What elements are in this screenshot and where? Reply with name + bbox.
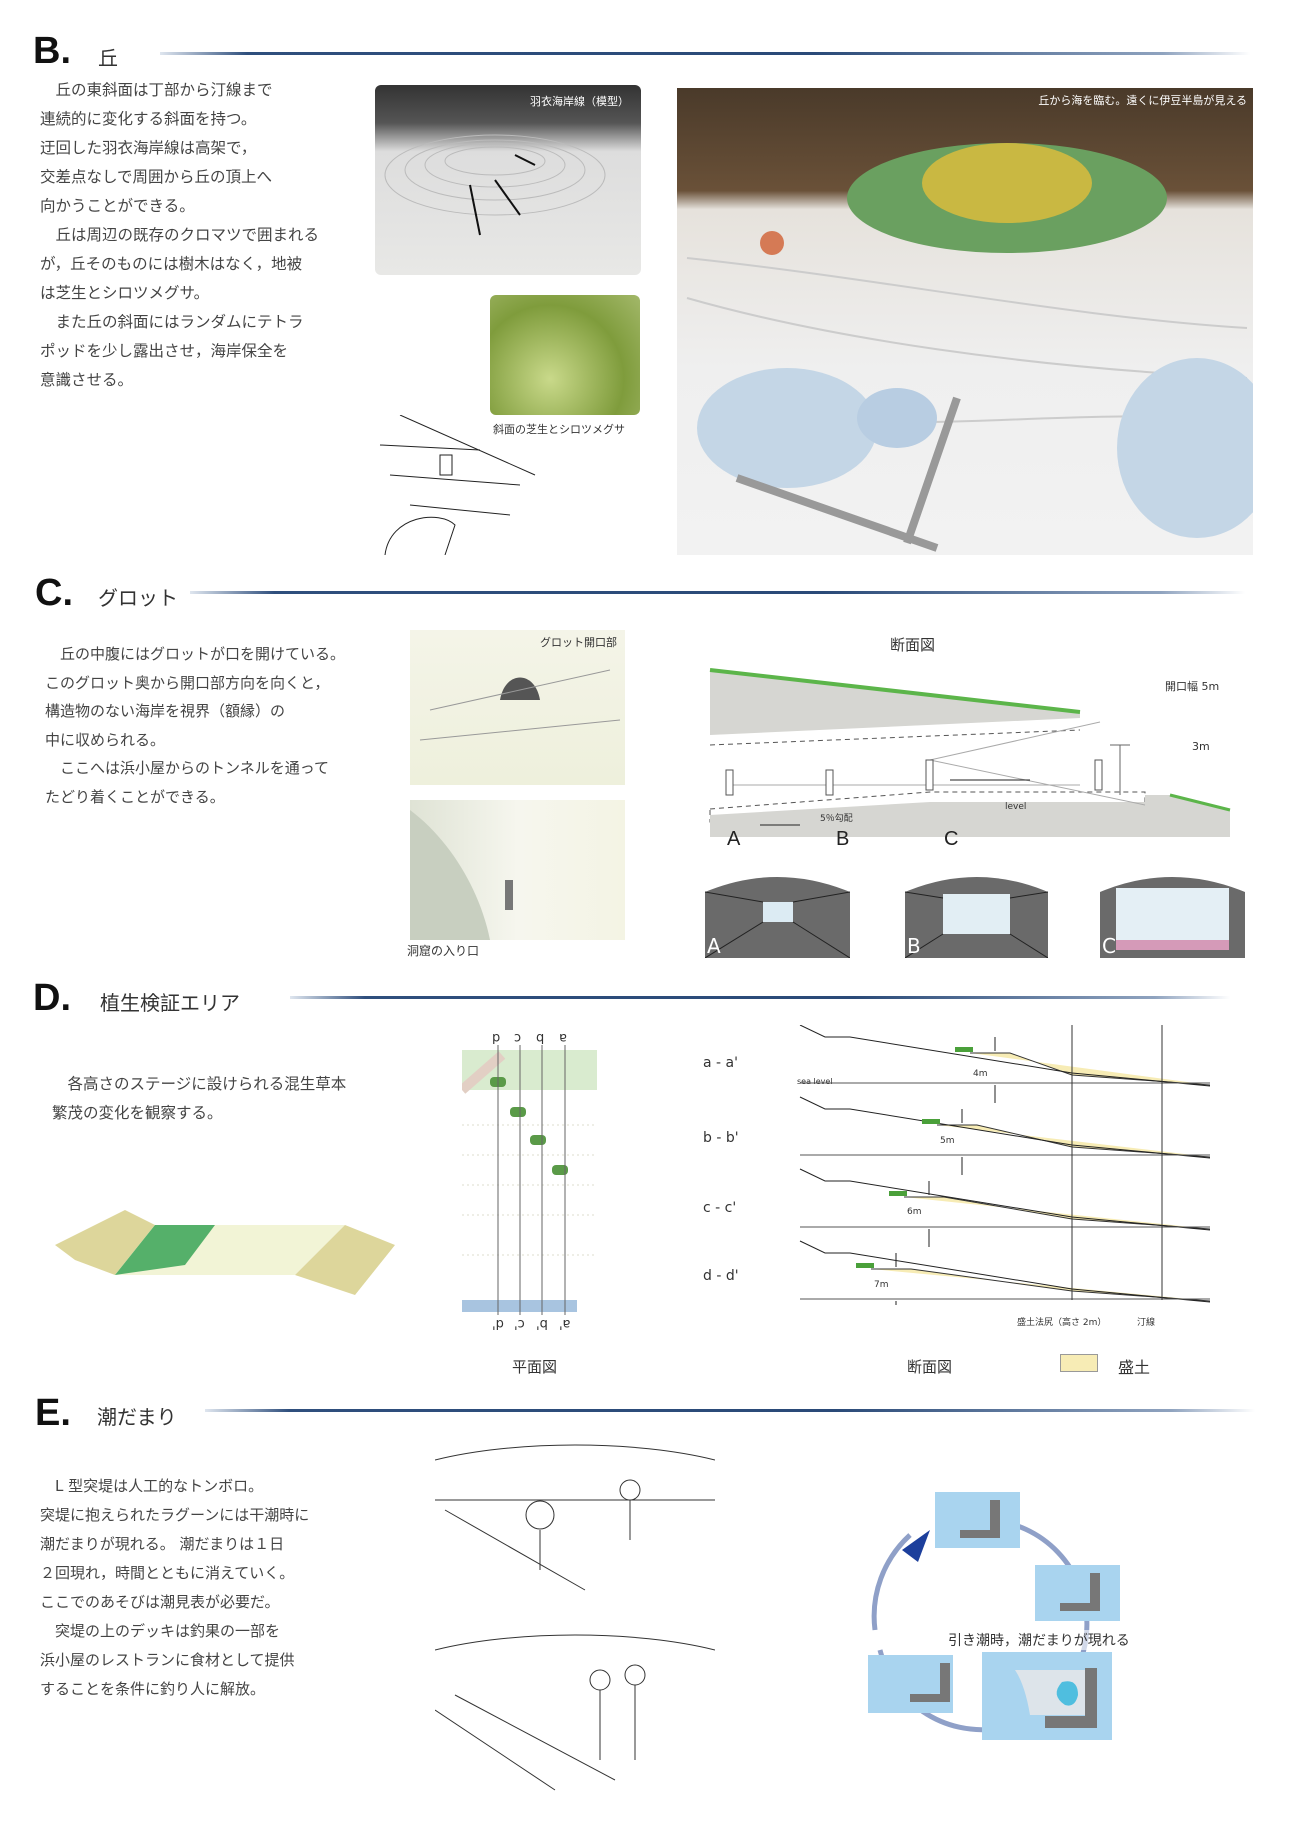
vegetation-mark [955,1047,973,1052]
slope-label: 5％勾配 [820,814,853,824]
point-b-label: B [836,828,850,850]
divider [190,591,1245,594]
tidepool-sketches [435,1444,715,1791]
section-e-letter: E. [35,1392,71,1434]
row-label-a: a - a' [703,1055,738,1071]
tunnel-b-label: B [907,934,921,958]
opening-width-label: 開口幅 5m [1165,680,1220,693]
plan-top-c: c [514,1030,522,1045]
tunnel-view-a: A [704,872,851,959]
height-a: 4m [973,1069,988,1079]
plan-top-d: d [492,1030,501,1045]
grotto-section-diagram [709,668,1231,837]
grass-photo [490,295,640,415]
vegetation-section-diagram [799,1025,1210,1305]
plan-top-b: b [536,1030,545,1045]
divider [160,52,1250,55]
tunnel-view-b: B [904,872,1049,959]
section-caption: 断面図 [907,1358,953,1376]
section-e-text: L 型突堤は人工的なトンボロ。 突堤に抱えられたラグーンには干潮時に 潮だまりが… [40,1477,310,1698]
vegetation-mark [889,1191,907,1196]
section-title: 断面図 [890,636,936,654]
section-d-letter: D. [33,977,71,1019]
height-c: 6m [907,1207,922,1217]
height-d: 7m [874,1280,889,1290]
shoreline-label: 汀線 [1137,1318,1156,1328]
divider [205,1409,1255,1412]
sea-level-label: sea level [797,1077,833,1086]
point-c-label: C [944,828,959,850]
caption-opening: グロット開口部 [540,636,617,649]
plan-diagram [458,1045,597,1315]
vegetation-mark [922,1119,940,1124]
embankment-fill [904,1196,1210,1230]
embankment-fill [871,1268,1210,1302]
plan-bottom-d: d' [492,1316,504,1331]
caption-view: 丘から海を臨む。遠くに伊豆半島が見える [1038,94,1247,107]
plan-bottom-c: c' [514,1316,525,1331]
caption-model: 羽衣海岸線（模型） [530,95,629,108]
plan-top-a: a [559,1030,567,1045]
section-b-letter: B. [33,30,71,72]
vegetation-mark [856,1263,874,1268]
section-c-text: 丘の中腹にはグロットが口を開けている。 このグロット奥から開口部方向を向くと， … [45,645,346,806]
height-b: 5m [940,1136,955,1146]
caption-entrance: 洞窟の入り口 [407,944,480,958]
caption-grass: 斜面の芝生とシロツメグサ [493,423,625,436]
tide-cycle-diagram [868,1492,1120,1740]
ground-profile [799,1096,1210,1159]
row-label-c: c - c' [703,1200,737,1216]
vegetation-isometric [55,1210,395,1295]
plan-bottom-a: a' [559,1316,571,1331]
section-b-text: 丘の東斜面は丁部から汀線まで 連続的に変化する斜面を持つ。 迂回した羽衣海岸線は… [40,81,320,389]
section-b-title: 丘 [98,46,118,70]
section-c-title: グロット [98,586,178,610]
embankment-toe-label: 盛土法尻（高さ 2m） [1017,1318,1107,1328]
row-label-b: b - b' [703,1130,739,1146]
ground-profile [799,1240,1210,1303]
point-a-label: A [727,828,741,850]
section-d-text: 各高さのステージに設けられる混生草本 繁茂の変化を観察する。 [52,1075,347,1122]
tunnel-view-c: C [1100,872,1245,958]
model-photo: 羽衣海岸線（模型） [375,85,641,275]
plan-caption: 平面図 [512,1358,558,1376]
section-e-title: 潮だまり [97,1405,177,1429]
row-label-d: d - d' [703,1268,739,1284]
plan-bottom-b: b' [536,1316,548,1331]
embankment-fill [970,1052,1210,1086]
height-label: 3m [1192,740,1210,753]
section-c-letter: C. [35,572,73,614]
cave-entrance-sketch [410,800,625,940]
ground-profile [799,1025,1210,1087]
legend-swatch [1060,1354,1098,1372]
slope-sketch [379,415,536,555]
hill-model-photo: 丘から海を臨む。遠くに伊豆半島が見える [677,88,1253,555]
legend-label: 盛土 [1118,1358,1151,1377]
cycle-caption: 引き潮時，潮だまりが現れる [948,1630,1130,1650]
tunnel-a-label: A [707,934,721,958]
section-d-title: 植生検証エリア [100,991,240,1015]
grotto-opening-sketch: グロット開口部 [410,630,625,785]
level-label: level [1005,802,1027,812]
tunnel-c-label: C [1102,934,1116,958]
divider [290,996,1230,999]
ground-profile [799,1168,1210,1231]
